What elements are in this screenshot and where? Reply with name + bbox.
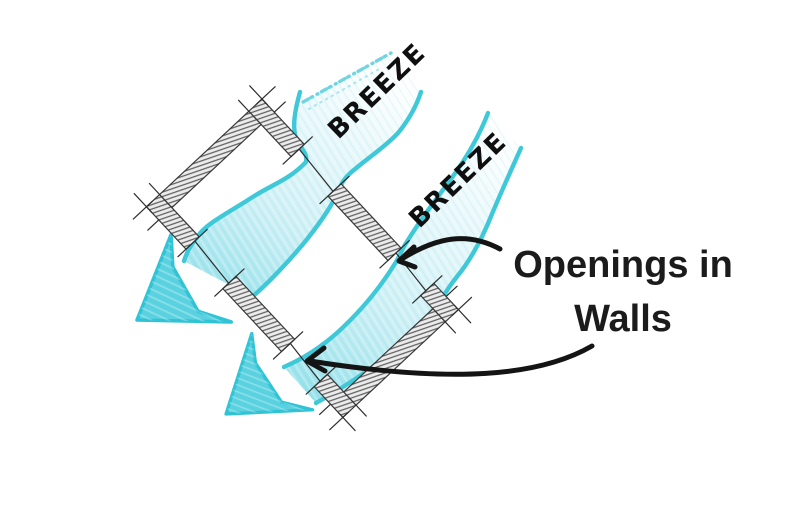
wall-southeast (342, 307, 447, 406)
wall-opening-line (298, 148, 334, 192)
wall-opening-line (194, 240, 230, 284)
breeze-stream-1-right-edge (249, 89, 424, 300)
annotation-arrows (304, 236, 595, 377)
breeze-stream-1-spray-dots (308, 67, 382, 110)
caption-line-2: Walls (574, 298, 672, 340)
wall-northwest (158, 110, 262, 209)
opening-jamb-ticks (177, 136, 443, 395)
wall-southwest (145, 193, 357, 419)
pointer-arrow-2-shaft (307, 343, 595, 377)
pointer-arrow-2-head (304, 345, 328, 374)
breeze-stream-1-spray-edge (301, 51, 393, 104)
caption-line-1: Openings in (513, 244, 733, 286)
building-plan (132, 85, 473, 432)
corner-extension-lines (132, 85, 473, 432)
pointer-arrow-1-head (396, 244, 418, 270)
caption-openings-in-walls: Openings in Walls (513, 244, 733, 340)
breeze-stream-2-left-edge (281, 110, 491, 370)
pointer-arrow-1-shaft (397, 236, 503, 263)
